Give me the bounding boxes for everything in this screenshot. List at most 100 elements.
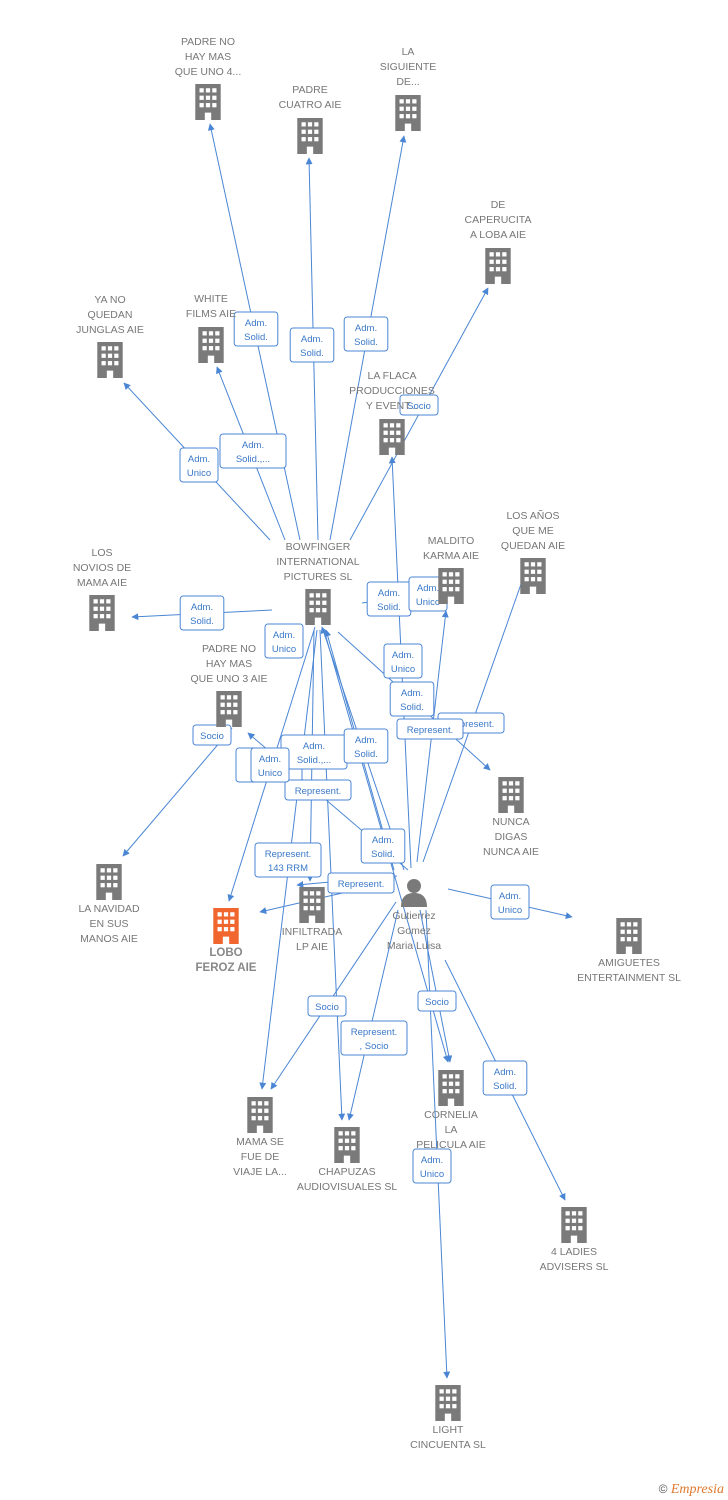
svg-text:Unico: Unico <box>416 597 440 608</box>
svg-text:Solid.: Solid. <box>377 602 401 613</box>
svg-text:Solid.: Solid. <box>371 849 395 860</box>
edge-label-bowfinger-to-white[interactable]: Adm.Solid.,... <box>219 433 287 469</box>
node-label: QUE UNO 4... <box>175 66 242 78</box>
node-label: Gutierrez <box>392 910 435 922</box>
svg-text:Socio: Socio <box>407 401 431 412</box>
node-label: CORNELIA <box>424 1109 478 1121</box>
node-label: SIGUIENTE <box>380 61 437 73</box>
edge-label-bowfinger-to-siguiente[interactable]: Adm.Solid. <box>343 316 389 352</box>
svg-text:Adm.: Adm. <box>499 891 521 902</box>
edge-label-person-to-infiltrada[interactable]: Represent. <box>327 872 395 894</box>
building-icon <box>89 595 115 631</box>
edge-label-bowfinger-to-chapuzas[interactable]: Adm.Solid. <box>389 681 435 717</box>
svg-text:Unico: Unico <box>258 768 282 779</box>
edge-label-bowfinger-to-novios[interactable]: Adm.Solid. <box>179 595 225 631</box>
node-label: LOBO <box>209 947 242 959</box>
building-icon <box>498 777 524 813</box>
svg-text:Adm.: Adm. <box>355 735 377 746</box>
edge-label-bowfinger-to-nunca[interactable]: Adm.Unico <box>383 643 423 679</box>
node-label: KARMA AIE <box>423 550 479 562</box>
brand-logo[interactable]: Empresia <box>670 1482 724 1497</box>
svg-text:Solid.: Solid. <box>300 348 324 359</box>
edge-padre3-to-navidad <box>122 727 233 857</box>
svg-text:Solid.,...: Solid.,... <box>297 755 331 766</box>
node-label: PICTURES SL <box>284 571 353 583</box>
edge-label-person-to-padre3[interactable]: Adm.Unico <box>250 747 290 783</box>
edge-label-person-to-cornelia[interactable]: Socio <box>417 990 457 1012</box>
svg-text:Adm.: Adm. <box>301 334 323 345</box>
svg-text:Adm.: Adm. <box>372 835 394 846</box>
edge-label-bowfinger-to-maldito[interactable]: Adm.Solid. <box>366 581 412 617</box>
node-label: CAPERUCITA <box>465 214 532 226</box>
node-label: QUEDAN AIE <box>501 540 565 552</box>
svg-text:Socio: Socio <box>315 1002 339 1013</box>
edge-label-person-to-light[interactable]: Adm.Unico <box>412 1148 452 1184</box>
node-label: QUEDAN <box>88 309 133 321</box>
edge-label-person-to-mama[interactable]: Socio <box>307 995 347 1017</box>
node-label: PRODUCCIONES <box>349 385 435 397</box>
edge-label-bowfinger-to-padre4[interactable]: Adm.Solid. <box>233 311 279 347</box>
node-label: WHITE <box>194 293 228 305</box>
node-label: BOWFINGER <box>286 541 351 553</box>
edge-label-bowfinger-to-infiltrada[interactable]: Adm.Solid.,... <box>280 734 348 770</box>
edge-label-bowfinger-to-junglas[interactable]: Adm.Unico <box>179 447 219 483</box>
edge-label-bowfinger-to-padrecuatro[interactable]: Adm. Solid. <box>289 327 335 363</box>
svg-text:Unico: Unico <box>272 644 296 655</box>
building-icon <box>520 558 546 594</box>
edge-person-to-light <box>425 909 451 1379</box>
svg-text:Unico: Unico <box>187 468 211 479</box>
edge-label-person-to-chapuzas[interactable]: Represent., Socio <box>340 1020 408 1056</box>
edge-label-person-to-flaca[interactable]: Adm.Solid. <box>343 728 389 764</box>
node-label: QUE UNO 3 AIE <box>190 673 267 685</box>
edge-label-bowfinger-to-caperucita[interactable]: Socio <box>399 394 439 416</box>
node-siguiente[interactable]: LASIGUIENTEDE... <box>380 46 437 131</box>
edge-label-bowfinger-to-lobo[interactable]: Adm.Unico <box>264 623 304 659</box>
edge-label-person-to-maldito[interactable]: Represent. <box>396 718 464 740</box>
edge-label-bowfinger-to-cornelia[interactable]: Adm. Solid. <box>360 828 406 864</box>
edge-label-person-to-bowfinger[interactable]: Represent. <box>284 779 352 801</box>
edge-label-person-to-ladies[interactable]: Adm.Solid. <box>482 1060 528 1096</box>
node-label: QUE ME <box>512 525 553 537</box>
svg-text:Solid.: Solid. <box>244 332 268 343</box>
svg-text:Unico: Unico <box>420 1169 444 1180</box>
edge-label-person-to-padre3[interactable]: Adm.Unico <box>408 576 448 612</box>
building-icon <box>438 568 464 604</box>
edge-label-padre3-to-navidad[interactable]: Socio <box>192 724 232 746</box>
edge-label-person-to-amiguetes[interactable]: Adm.Unico <box>490 884 530 920</box>
building-icon <box>97 342 123 378</box>
node-label: PADRE <box>292 84 327 96</box>
svg-text:Represent.: Represent. <box>351 1027 397 1038</box>
node-label: A LOBA AIE <box>470 229 526 241</box>
node-label: DE... <box>396 76 419 88</box>
building-icon <box>395 95 421 131</box>
svg-text:Solid.,...: Solid.,... <box>236 454 270 465</box>
footer-brand: © Empresia <box>659 1482 724 1498</box>
node-label: NUNCA AIE <box>483 846 539 858</box>
edge-label-person-to-lobo[interactable]: Represent.143 RRM <box>254 842 322 878</box>
svg-text:Solid.: Solid. <box>400 702 424 713</box>
node-label: AUDIOVISUALES SL <box>297 1181 398 1193</box>
svg-text:Represent.: Represent. <box>265 849 311 860</box>
